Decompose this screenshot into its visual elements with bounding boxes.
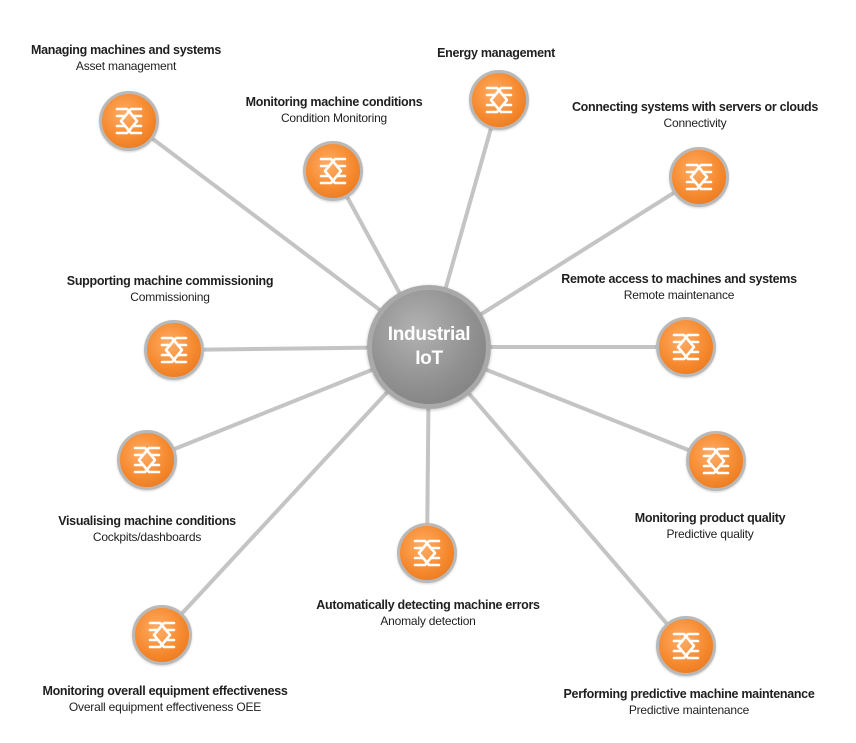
label-dashboards: Visualising machine conditions Cockpits/… bbox=[58, 513, 236, 546]
node-title: Supporting machine commissioning bbox=[66, 274, 274, 288]
node-subtitle: Condition Monitoring bbox=[280, 111, 388, 125]
node-predictive-quality bbox=[686, 431, 746, 491]
interlinked-chain-icon bbox=[160, 336, 188, 364]
node-subtitle: Anomaly detection bbox=[380, 614, 476, 628]
interlinked-chain-icon bbox=[133, 446, 161, 474]
node-title: Energy management bbox=[437, 46, 555, 60]
label-energy-management: Energy management bbox=[437, 45, 555, 61]
hub-label-line1: Industrial bbox=[387, 324, 471, 345]
label-connectivity: Connecting systems with servers or cloud… bbox=[572, 99, 818, 132]
node-dashboards bbox=[117, 430, 177, 490]
node-subtitle: Predictive maintenance bbox=[628, 703, 750, 717]
label-anomaly-detection: Automatically detecting machine errors A… bbox=[316, 597, 540, 630]
interlinked-chain-icon bbox=[685, 163, 713, 191]
node-subtitle: Connectivity bbox=[663, 116, 727, 130]
interlinked-chain-icon bbox=[672, 632, 700, 660]
node-title: Visualising machine conditions bbox=[58, 514, 236, 528]
label-predictive-maintenance: Performing predictive machine maintenanc… bbox=[564, 686, 815, 719]
hub-label-line2: IoT bbox=[415, 348, 443, 369]
label-remote-maintenance: Remote access to machines and systems Re… bbox=[561, 271, 797, 304]
node-title: Managing machines and systems bbox=[31, 43, 221, 57]
hub-industrial-iot: Industrial IoT bbox=[367, 285, 491, 409]
node-energy-management bbox=[469, 70, 529, 130]
node-anomaly-detection bbox=[397, 523, 457, 583]
label-condition-monitoring: Monitoring machine conditions Condition … bbox=[246, 94, 423, 127]
connector-line bbox=[160, 345, 431, 637]
interlinked-chain-icon bbox=[672, 333, 700, 361]
interlinked-chain-icon bbox=[115, 107, 143, 135]
node-title: Connecting systems with servers or cloud… bbox=[571, 100, 819, 114]
node-remote-maintenance bbox=[656, 317, 716, 377]
node-oee bbox=[132, 605, 192, 665]
connector-line bbox=[427, 345, 688, 648]
node-commissioning bbox=[144, 320, 204, 380]
label-asset-management: Managing machines and systems Asset mana… bbox=[31, 42, 221, 75]
interlinked-chain-icon bbox=[702, 447, 730, 475]
node-title: Automatically detecting machine errors bbox=[316, 598, 540, 612]
node-condition-monitoring bbox=[303, 141, 363, 201]
node-subtitle: Overall equipment effectiveness OEE bbox=[68, 700, 262, 714]
node-title: Monitoring overall equipment effectivene… bbox=[42, 684, 288, 698]
node-connectivity bbox=[669, 147, 729, 207]
node-subtitle: Asset management bbox=[75, 59, 177, 73]
node-subtitle: Remote maintenance bbox=[623, 288, 735, 302]
label-oee: Monitoring overall equipment effectivene… bbox=[42, 683, 287, 716]
interlinked-chain-icon bbox=[319, 157, 347, 185]
node-subtitle: Cockpits/dashboards bbox=[92, 530, 202, 544]
node-title: Monitoring product quality bbox=[634, 511, 786, 525]
node-asset-management bbox=[99, 91, 159, 151]
interlinked-chain-icon bbox=[485, 86, 513, 114]
node-title: Remote access to machines and systems bbox=[561, 272, 797, 286]
node-title: Performing predictive machine maintenanc… bbox=[563, 687, 815, 701]
label-commissioning: Supporting machine commissioning Commiss… bbox=[66, 273, 274, 306]
label-predictive-quality: Monitoring product quality Predictive qu… bbox=[635, 510, 786, 543]
node-predictive-maintenance bbox=[656, 616, 716, 676]
node-subtitle: Commissioning bbox=[130, 290, 210, 304]
node-subtitle: Predictive quality bbox=[666, 527, 754, 541]
interlinked-chain-icon bbox=[148, 621, 176, 649]
node-title: Monitoring machine conditions bbox=[245, 95, 423, 109]
interlinked-chain-icon bbox=[413, 539, 441, 567]
